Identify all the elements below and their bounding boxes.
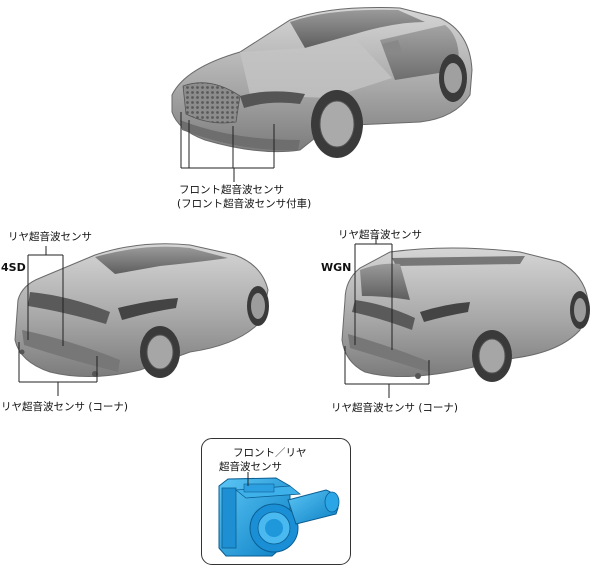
wagon-rear-corner-label: リヤ超音波センサ (コーナ) (331, 402, 459, 414)
front-sensor-leader-lines (180, 112, 275, 182)
wagon-variant-label: WGN (321, 261, 352, 274)
sedan-rear-illustration (14, 243, 269, 378)
sedan-rear-corner-label: リヤ超音波センサ (コーナ) (1, 401, 129, 413)
ultrasonic-sensor-illustration (218, 477, 340, 557)
front-sensor-note: (フロント超音波センサ付車) (177, 198, 312, 210)
sedan-rear-sensor-label: リヤ超音波センサ (8, 231, 92, 243)
sedan-variant-label: 4SD (1, 261, 26, 274)
wagon-rear-illustration (341, 247, 590, 382)
sedan-sensor-leader-lines (18, 246, 98, 396)
wagon-sensor-leader-lines (344, 236, 430, 398)
inset-label-line2: 超音波センサ (219, 461, 282, 473)
wagon-rear-sensor-label: リヤ超音波センサ (338, 229, 422, 241)
front-car-illustration (171, 7, 473, 158)
front-sensor-label: フロント超音波センサ (179, 184, 284, 196)
inset-label-line1: フロント／リヤ (233, 447, 307, 459)
sensor-detail-inset (201, 438, 351, 565)
